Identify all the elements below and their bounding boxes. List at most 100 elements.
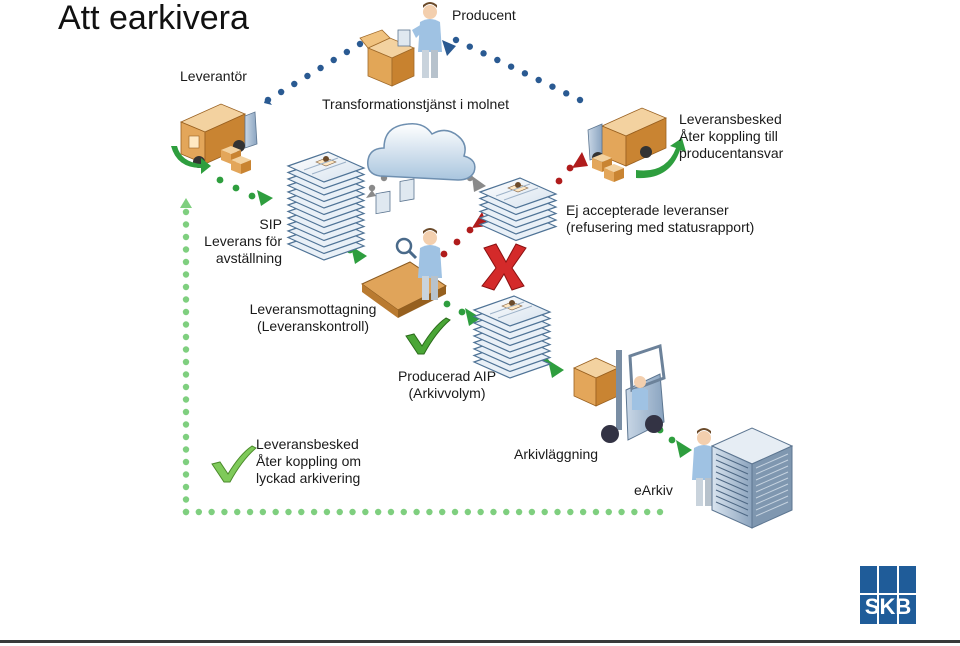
document-photo-icon xyxy=(495,182,539,201)
page-title: Att earkivera xyxy=(58,0,249,37)
connector-dot-loop xyxy=(182,308,190,316)
document-sheet xyxy=(286,151,366,183)
leverantor-truck-illustration xyxy=(171,103,258,174)
connector-dot-blue xyxy=(521,70,529,77)
connector-dot-green xyxy=(248,192,256,200)
connector-dot-loop xyxy=(182,258,190,266)
server-rack-slot xyxy=(755,471,789,487)
document-sheet xyxy=(472,295,552,327)
connector-dot-loop xyxy=(259,508,267,516)
connector-dot-loop xyxy=(285,508,292,516)
connector-dot-green xyxy=(668,436,676,444)
server-rack-slot xyxy=(715,489,749,505)
connector-dot-loop xyxy=(413,508,420,516)
leveranskontroll-illustration xyxy=(361,178,447,318)
connector-dot-loop xyxy=(182,221,190,228)
label-producerad-aip: Producerad AIP xyxy=(397,368,497,384)
connector-dot-red xyxy=(453,238,461,246)
arrow-head-blue-producent xyxy=(442,40,456,56)
document-sheet xyxy=(478,177,558,209)
connector-dot-loop xyxy=(182,396,190,403)
connector-dot-blue xyxy=(304,72,311,80)
connector-dot-green xyxy=(443,300,451,308)
arrow-head-blue-left xyxy=(264,97,272,105)
connector-dot-blue xyxy=(535,76,542,84)
connector-dot-red xyxy=(566,164,574,172)
connector-dot-loop xyxy=(579,508,587,516)
arrow-head-grey-1 xyxy=(366,190,376,198)
server-rack-slot xyxy=(715,495,749,511)
connector-dot-grey xyxy=(368,184,376,192)
producent-illustration xyxy=(359,2,442,87)
connector-dot-loop xyxy=(310,508,318,516)
connector-dot-green xyxy=(216,176,224,184)
connector-dot-loop xyxy=(182,346,190,353)
server-rack-slot xyxy=(755,459,789,475)
connector-dot-blue xyxy=(356,40,364,48)
arrow-head-grey-2 xyxy=(472,176,486,192)
connector-dot-red xyxy=(466,226,474,234)
connector-dot-blue xyxy=(563,90,570,97)
connector-dot-loop xyxy=(182,446,190,453)
server-rack-slot xyxy=(715,471,749,487)
connector-dot-loop xyxy=(195,508,203,516)
footer-rule xyxy=(0,640,960,643)
connector-dot-loop xyxy=(515,508,523,516)
label-sip-avstallning: avställning xyxy=(215,250,282,266)
leveransbesked-truck-illustration xyxy=(587,107,686,182)
rejected-document-stack xyxy=(478,177,558,242)
connector-dot-loop xyxy=(439,508,446,516)
aip-document-stack xyxy=(472,295,552,379)
connector-dot-loop xyxy=(631,508,638,516)
reject-x-icon xyxy=(481,243,527,291)
label-ej-accepterade: Ej accepterade leveranser xyxy=(566,202,729,218)
label-leveransbesked-top-2: Åter koppling till xyxy=(679,128,778,144)
connector-dot-blue xyxy=(452,36,460,44)
connector-dot-loop xyxy=(374,508,382,516)
label-arkivvolym: (Arkivvolym) xyxy=(408,385,486,401)
label-leveransbesked-bottom-1: Leveransbesked xyxy=(256,436,359,452)
connector-dot-loop xyxy=(182,283,190,291)
server-rack-slot xyxy=(755,501,789,517)
connector-dot-loop xyxy=(336,508,343,516)
connector-dot-blue xyxy=(480,50,487,57)
approved-check-icon xyxy=(405,317,451,355)
label-leveranskontroll: (Leveranskontroll) xyxy=(256,318,370,334)
connector-dot-loop xyxy=(592,508,600,516)
connector-dot-green xyxy=(232,184,240,192)
connector-dot-blue xyxy=(317,64,324,72)
connector-dot-loop xyxy=(182,383,190,391)
connector-dot-blue xyxy=(549,83,556,90)
server-rack-slot xyxy=(715,453,749,469)
label-transformation: Transformationstjänst i molnet xyxy=(322,96,509,112)
label-leveransbesked-bottom-2: Åter koppling om xyxy=(256,453,362,469)
label-leveransmottagning: Leveransmottagning xyxy=(249,301,377,317)
connector-dot-loop xyxy=(182,271,190,278)
connector-dot-red xyxy=(555,177,563,185)
connector-dot-loop xyxy=(182,433,190,441)
arrow-head-green-4 xyxy=(676,440,692,458)
label-leveransbesked-top-3: producentansvar xyxy=(679,145,784,161)
server-rack-slot xyxy=(755,489,789,505)
connector-dot-loop xyxy=(221,508,228,516)
dotted-path-blue-top xyxy=(264,36,584,104)
forklift-illustration xyxy=(573,343,666,443)
connector-dot-blue xyxy=(277,88,285,96)
connector-dot-blue xyxy=(494,56,501,64)
connector-dot-loop xyxy=(272,508,279,516)
connector-dot-blue xyxy=(343,48,351,56)
server-rack-slot xyxy=(755,477,789,493)
connector-dot-loop xyxy=(298,508,305,516)
label-arkivlaggning: Arkivläggning xyxy=(514,446,599,462)
connector-dot-loop xyxy=(182,458,190,466)
connector-dot-loop xyxy=(182,371,190,378)
connector-dot-loop xyxy=(464,508,472,516)
connector-dot-loop xyxy=(362,508,369,516)
label-earkiv: eArkiv xyxy=(634,482,673,498)
label-leverantor: Leverantör xyxy=(180,68,247,84)
connector-dot-loop xyxy=(567,508,574,516)
connector-dot-loop xyxy=(605,508,612,516)
server-rack-slot xyxy=(755,465,789,481)
connector-dot-loop xyxy=(323,508,331,516)
arrow-head-red-2 xyxy=(572,152,588,168)
